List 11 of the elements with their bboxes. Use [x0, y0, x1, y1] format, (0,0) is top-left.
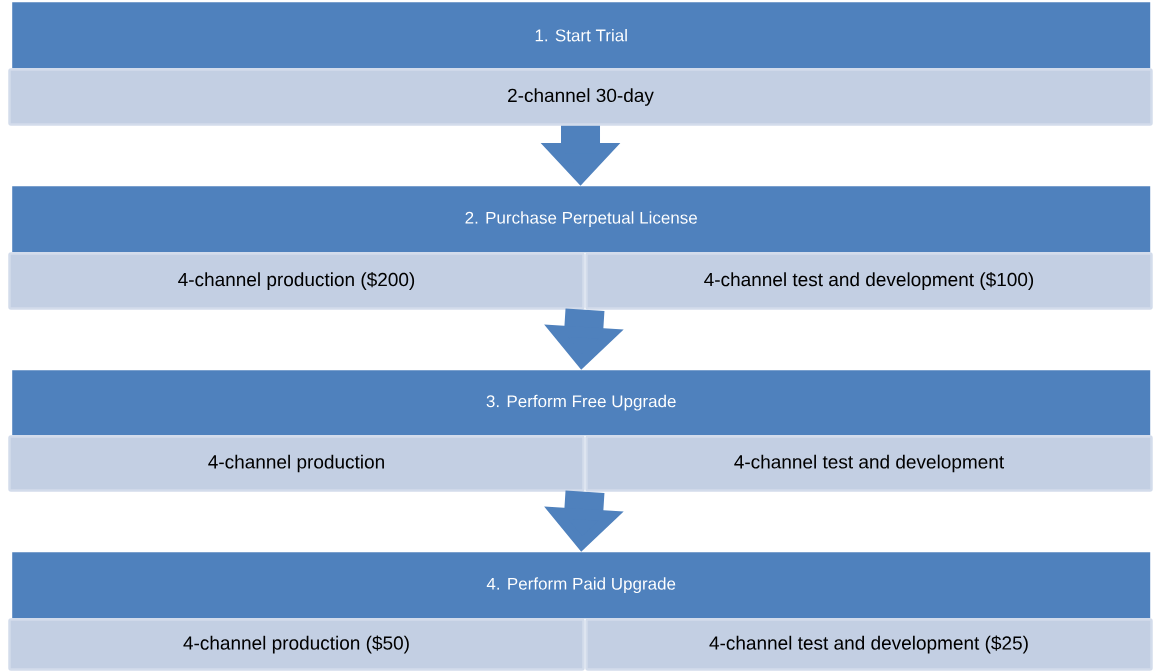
option-box: 4-channel test and development	[585, 435, 1153, 492]
stage-band: 4. Perform Paid Upgrade	[12, 552, 1151, 619]
option-box: 4-channel production ($200)	[8, 252, 585, 310]
option-box: 4-channel test and development ($100)	[585, 252, 1153, 310]
option-box: 4-channel test and development ($25)	[585, 618, 1153, 671]
stage-band: 2. Purchase Perpetual License	[12, 186, 1151, 253]
option-box: 4-channel production	[8, 435, 585, 492]
option-box: 4-channel production ($50)	[8, 618, 585, 671]
stage-band: 1. Start Trial	[12, 2, 1151, 69]
option-box: 2-channel 30-day	[8, 68, 1153, 126]
stage-band: 3. Perform Free Upgrade	[12, 370, 1151, 436]
